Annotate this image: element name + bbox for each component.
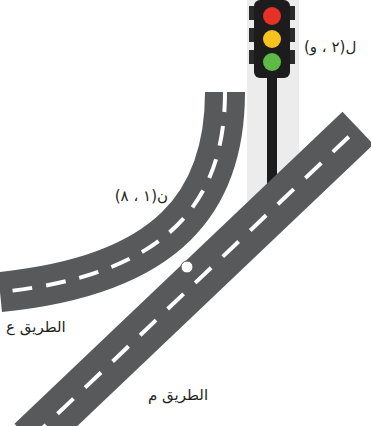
point-label: ن(١ ، ٨)	[113, 187, 170, 205]
red-light	[263, 7, 281, 25]
road-name: الطريق م	[146, 386, 210, 404]
intersection-point	[181, 261, 193, 273]
road-centre-line	[30, 128, 358, 426]
green-light	[263, 53, 281, 71]
straight-road	[30, 128, 358, 426]
yellow-light	[263, 30, 281, 48]
point-label: ل(٢ ، و)	[302, 38, 358, 56]
traffic-light-housing	[254, 0, 290, 78]
road-name: الطريق ع	[4, 318, 68, 336]
